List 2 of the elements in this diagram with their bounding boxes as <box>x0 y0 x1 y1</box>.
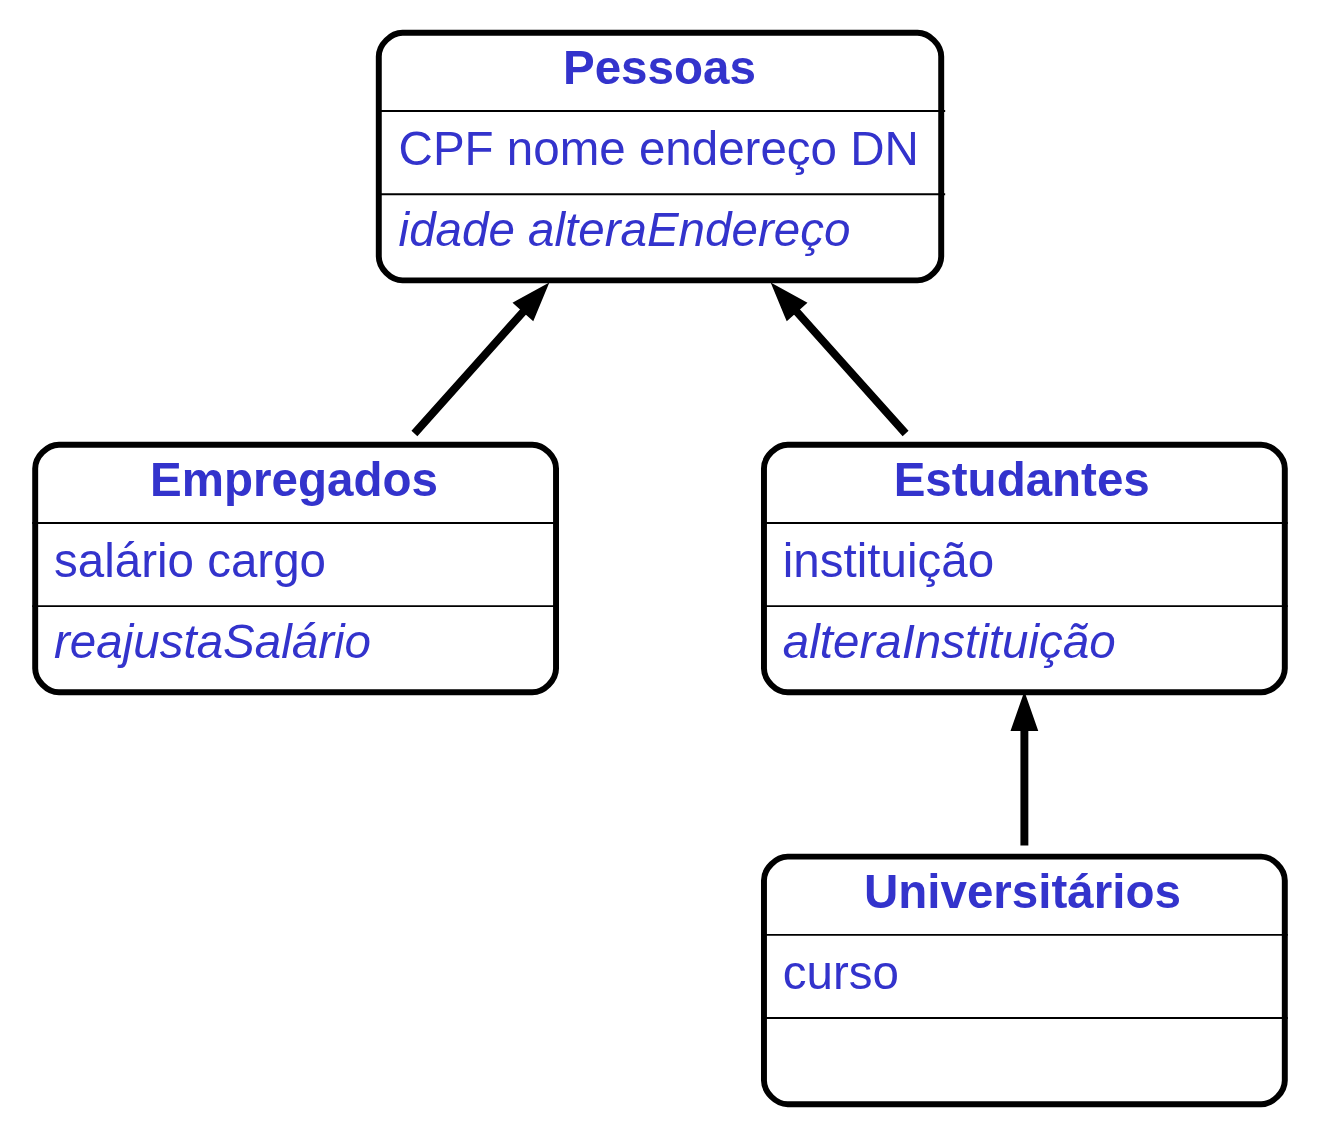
arrow <box>770 281 909 436</box>
arrow <box>411 281 550 436</box>
